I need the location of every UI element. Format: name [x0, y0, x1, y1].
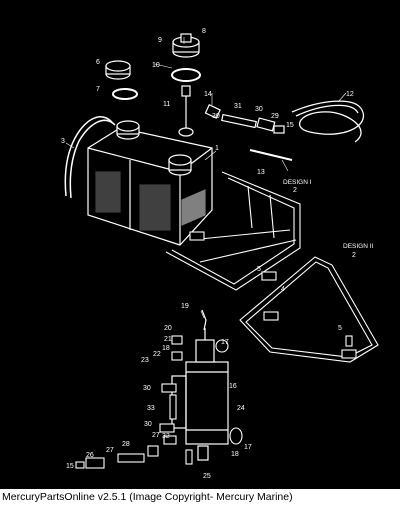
small-parts [75, 335, 353, 469]
callout-30-top-left: 30 [212, 113, 220, 120]
hose-31 [221, 113, 257, 129]
design-1-number: 2 [293, 187, 297, 194]
callout-25: 25 [203, 473, 211, 480]
callout-27-right: 27 [152, 432, 160, 439]
callout-33: 33 [147, 405, 155, 412]
callout-30-mid: 30 [143, 385, 151, 392]
callout-18-top: 18 [162, 345, 170, 352]
strap-design-2 [239, 256, 379, 363]
callout-26: 26 [86, 452, 94, 459]
callout-5-design2: 5 [338, 325, 342, 332]
callout-6: 6 [96, 59, 100, 66]
pickup-tube-11 [178, 85, 194, 137]
callout-10: 10 [152, 62, 160, 69]
callout-8: 8 [202, 28, 206, 35]
design-1-label: DESIGN I [283, 179, 312, 186]
gasket-10 [171, 68, 201, 82]
design-2-number: 2 [352, 252, 356, 259]
callout-4-design1: 4 [281, 286, 285, 293]
callout-12: 12 [346, 91, 354, 98]
callout-31: 31 [234, 103, 242, 110]
callout-14: 14 [204, 91, 212, 98]
callout-11: 11 [163, 101, 170, 108]
callout-20: 20 [164, 325, 172, 332]
fuel-filter-assembly [185, 309, 229, 461]
callout-15-top: 15 [286, 122, 294, 129]
sender-cap-8 [172, 33, 200, 58]
callout-21: 21 [164, 336, 172, 343]
callout-27-left: 27 [106, 447, 114, 454]
callout-5-design1: 5 [257, 266, 261, 273]
fuel-hose-3 [64, 116, 116, 199]
fuel-hose-12 [291, 100, 365, 143]
callout-23: 23 [141, 357, 149, 364]
callout-30-top-right: 30 [255, 106, 263, 113]
callout-3: 3 [61, 138, 65, 145]
footer-text: MercuryPartsOnline v2.5.1 (Image Copyrig… [2, 491, 293, 503]
callout-13: 13 [257, 169, 265, 176]
design-2-label: DESIGN II [343, 243, 374, 250]
o-ring-7 [112, 88, 138, 100]
callout-24: 24 [237, 405, 245, 412]
cap-6 [105, 60, 131, 80]
callout-29: 29 [271, 113, 279, 120]
callout-19: 19 [181, 303, 189, 310]
callout-9: 9 [158, 37, 162, 44]
callout-7: 7 [96, 86, 100, 93]
fuel-tank [87, 120, 213, 246]
rod-13 [249, 149, 293, 161]
callout-32: 32 [162, 433, 170, 440]
copyright-footer: MercuryPartsOnline v2.5.1 (Image Copyrig… [0, 489, 400, 505]
fitting-14 [204, 104, 221, 119]
callout-17-bottom: 17 [244, 444, 252, 451]
callout-18-bottom: 18 [231, 451, 239, 458]
callout-labels: 1 3 4 5 5 6 7 8 9 10 11 12 13 14 15 15 1… [61, 28, 374, 480]
callout-15-bottom: 15 [66, 463, 74, 470]
strap-design-1 [165, 171, 301, 291]
callout-28: 28 [122, 441, 130, 448]
callout-17-top: 17 [221, 339, 229, 346]
exploded-parts-diagram: 1 3 4 5 5 6 7 8 9 10 11 12 13 14 15 15 1… [61, 28, 379, 480]
callout-30-low: 30 [144, 421, 152, 428]
callout-16: 16 [229, 383, 237, 390]
callout-leaders [65, 37, 347, 319]
connector-29 [273, 125, 285, 134]
callout-1: 1 [215, 145, 219, 152]
callout-22: 22 [153, 351, 161, 358]
